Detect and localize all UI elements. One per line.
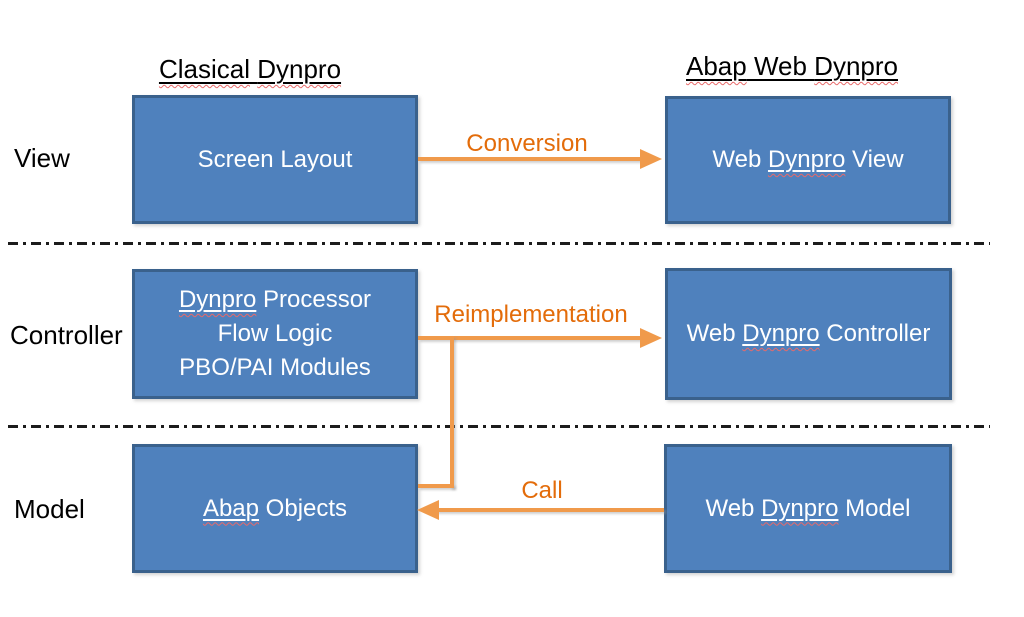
node-label: Screen Layout [197,145,353,173]
title-word: Abap [686,51,747,81]
arrow-label-reimplementation: Reimplementation [434,301,628,328]
node-label: Web Dynpro Model [705,494,911,522]
arrow-conversion-line [418,157,642,161]
column-title-abap-web-dynpro: Abap Web Dynpro [668,51,916,82]
column-title-underline: Clasical Dynpro [159,54,341,84]
column-title-classical-dynpro: Clasical Dynpro [130,54,370,85]
node-label-line1: Dynpro Processor [178,286,372,313]
title-word: Web [746,51,815,81]
node-label: Web Dynpro View [712,146,904,173]
row-label-controller: Controller [10,320,123,350]
title-word: Clasical [158,54,250,84]
node-web-dynpro-controller: Web Dynpro Controller [665,268,952,400]
arrow-label-call: Call [521,477,563,504]
node-label: Web Dynpro Controller [686,320,931,347]
node-label: Abap Objects [202,494,348,522]
title-word: Dynpro [257,54,342,84]
connector-branch-vertical-line [450,336,454,488]
node-screen-layout: Screen Layout [132,95,418,224]
arrow-reimplementation-line [418,336,642,340]
node-label-line2: Flow Logic [217,320,333,347]
arrow-reimplementation-head-icon [640,328,662,348]
row-label-model: Model [14,494,85,524]
node-label-line3: PBO/PAI Modules [179,354,371,381]
node-web-dynpro-view: Web Dynpro View [665,96,951,224]
column-title-underline: Abap Web Dynpro [686,51,898,81]
node-dynpro-processor: Dynpro Processor Flow Logic PBO/PAI Modu… [132,269,418,399]
title-word: Dynpro [814,51,898,81]
arrow-call-head-icon [417,500,439,520]
connector-branch-horizontal-line [418,484,454,488]
arrow-label-conversion: Conversion [466,130,588,157]
node-abap-objects: Abap Objects [132,444,418,573]
arrow-call-line [436,508,664,512]
arrow-conversion-head-icon [640,149,662,169]
row-label-view: View [14,143,70,173]
divider-view-controller [8,242,990,245]
divider-controller-model [8,425,990,428]
node-web-dynpro-model: Web Dynpro Model [664,444,952,573]
